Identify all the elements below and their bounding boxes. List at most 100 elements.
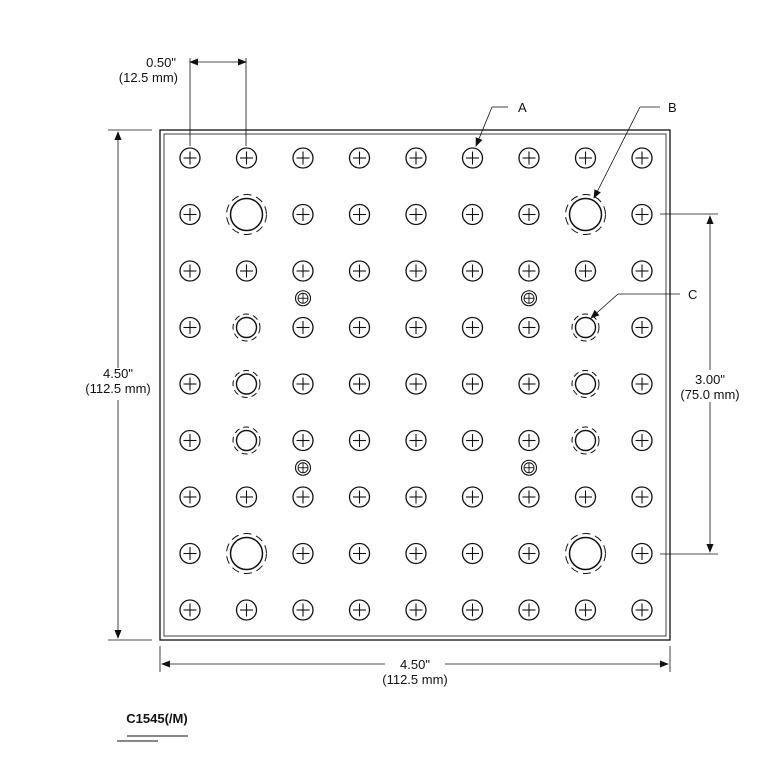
tapped-hole bbox=[461, 203, 484, 226]
height-dimension-imperial: 4.50" bbox=[103, 366, 133, 381]
tapped-hole bbox=[631, 542, 653, 565]
width-dimension: 4.50" (112.5 mm) bbox=[159, 646, 671, 687]
large-counterbore-hole bbox=[565, 194, 606, 235]
callout-c: C bbox=[590, 287, 697, 319]
tapped-hole bbox=[518, 429, 540, 452]
medium-counterbore-hole bbox=[571, 370, 600, 398]
tapped-hole bbox=[631, 147, 653, 169]
tapped-hole bbox=[461, 147, 484, 169]
alignment-pin-hole bbox=[294, 459, 312, 476]
tapped-hole bbox=[348, 316, 371, 339]
tapped-hole bbox=[518, 373, 540, 395]
tapped-hole bbox=[292, 203, 314, 226]
tapped-hole bbox=[518, 542, 540, 565]
tapped-hole bbox=[179, 316, 201, 339]
large-counterbore-hole bbox=[565, 533, 606, 574]
width-dimension-metric: (112.5 mm) bbox=[382, 672, 448, 687]
tapped-hole bbox=[405, 203, 427, 226]
tapped-hole bbox=[179, 260, 201, 282]
callout-c-label: C bbox=[688, 287, 697, 302]
tapped-hole bbox=[348, 260, 371, 282]
pitch-dimension: 0.50" (12.5 mm) bbox=[119, 55, 247, 146]
tapped-hole bbox=[518, 203, 540, 226]
tapped-hole bbox=[518, 147, 540, 169]
medium-counterbore-hole bbox=[232, 313, 261, 342]
tapped-hole bbox=[631, 599, 653, 621]
tapped-hole bbox=[235, 147, 258, 169]
tapped-hole bbox=[574, 147, 597, 169]
medium-counterbore-hole bbox=[571, 426, 600, 455]
tapped-hole bbox=[292, 316, 314, 339]
width-dimension-imperial: 4.50" bbox=[400, 657, 430, 672]
tapped-hole bbox=[461, 486, 484, 508]
tapped-hole bbox=[518, 486, 540, 508]
tapped-hole bbox=[405, 542, 427, 565]
callout-a: A bbox=[475, 100, 527, 147]
height-dimension-metric: (112.5 mm) bbox=[85, 381, 151, 396]
callout-b-label: B bbox=[668, 100, 677, 115]
tapped-hole bbox=[348, 203, 371, 226]
tapped-hole bbox=[631, 429, 653, 452]
tapped-hole bbox=[292, 429, 314, 452]
alignment-pin-hole bbox=[520, 459, 538, 476]
tapped-hole bbox=[179, 486, 201, 508]
medium-counterbore-hole bbox=[571, 313, 600, 342]
pitch-dimension-imperial: 0.50" bbox=[146, 55, 176, 70]
tapped-hole bbox=[631, 373, 653, 395]
mount-spacing-imperial: 3.00" bbox=[695, 372, 725, 387]
tapped-hole bbox=[461, 599, 484, 621]
tapped-hole bbox=[292, 260, 314, 282]
tapped-hole bbox=[405, 373, 427, 395]
tapped-hole bbox=[461, 429, 484, 452]
tapped-hole bbox=[574, 486, 597, 508]
alignment-pin-hole bbox=[520, 290, 538, 307]
tapped-hole bbox=[348, 486, 371, 508]
medium-counterbore-hole bbox=[232, 426, 261, 455]
tapped-hole bbox=[348, 599, 371, 621]
tapped-hole bbox=[518, 316, 540, 339]
alignment-pin-hole bbox=[294, 290, 312, 307]
part-number-label: C1545(/M) bbox=[126, 711, 187, 726]
tapped-hole bbox=[179, 373, 201, 395]
tapped-hole bbox=[631, 486, 653, 508]
callout-b: B bbox=[593, 100, 677, 199]
tapped-hole bbox=[179, 542, 201, 565]
tapped-hole bbox=[292, 147, 314, 169]
mount-spacing-metric: (75.0 mm) bbox=[680, 387, 739, 402]
tapped-hole bbox=[235, 486, 258, 508]
tapped-hole bbox=[461, 316, 484, 339]
mount-spacing-dimension: 3.00" (75.0 mm) bbox=[660, 213, 740, 555]
tapped-hole bbox=[461, 373, 484, 395]
tapped-hole bbox=[574, 260, 597, 282]
tapped-hole bbox=[461, 260, 484, 282]
tapped-hole bbox=[292, 373, 314, 395]
part-number: C1545(/M) bbox=[117, 711, 188, 742]
tapped-hole bbox=[405, 599, 427, 621]
large-counterbore-hole bbox=[226, 533, 267, 574]
tapped-hole bbox=[235, 260, 258, 282]
tapped-hole bbox=[631, 260, 653, 282]
medium-counterbore-hole bbox=[232, 370, 261, 398]
tapped-hole bbox=[631, 316, 653, 339]
tapped-hole bbox=[292, 599, 314, 621]
tapped-hole bbox=[574, 599, 597, 621]
tapped-hole bbox=[405, 147, 427, 169]
tapped-hole bbox=[179, 147, 201, 169]
tapped-hole bbox=[235, 599, 258, 621]
tapped-hole bbox=[292, 542, 314, 565]
tapped-hole bbox=[179, 203, 201, 226]
tapped-hole bbox=[348, 542, 371, 565]
tapped-hole bbox=[405, 260, 427, 282]
tapped-hole bbox=[179, 599, 201, 621]
tapped-hole bbox=[348, 147, 371, 169]
tapped-hole bbox=[179, 429, 201, 452]
height-dimension: 4.50" (112.5 mm) bbox=[85, 129, 152, 641]
tapped-hole bbox=[631, 203, 653, 226]
tapped-hole bbox=[461, 542, 484, 565]
tapped-hole bbox=[292, 486, 314, 508]
tapped-hole bbox=[348, 373, 371, 395]
large-counterbore-hole bbox=[226, 194, 267, 235]
callout-a-label: A bbox=[518, 100, 527, 115]
tapped-hole bbox=[405, 316, 427, 339]
